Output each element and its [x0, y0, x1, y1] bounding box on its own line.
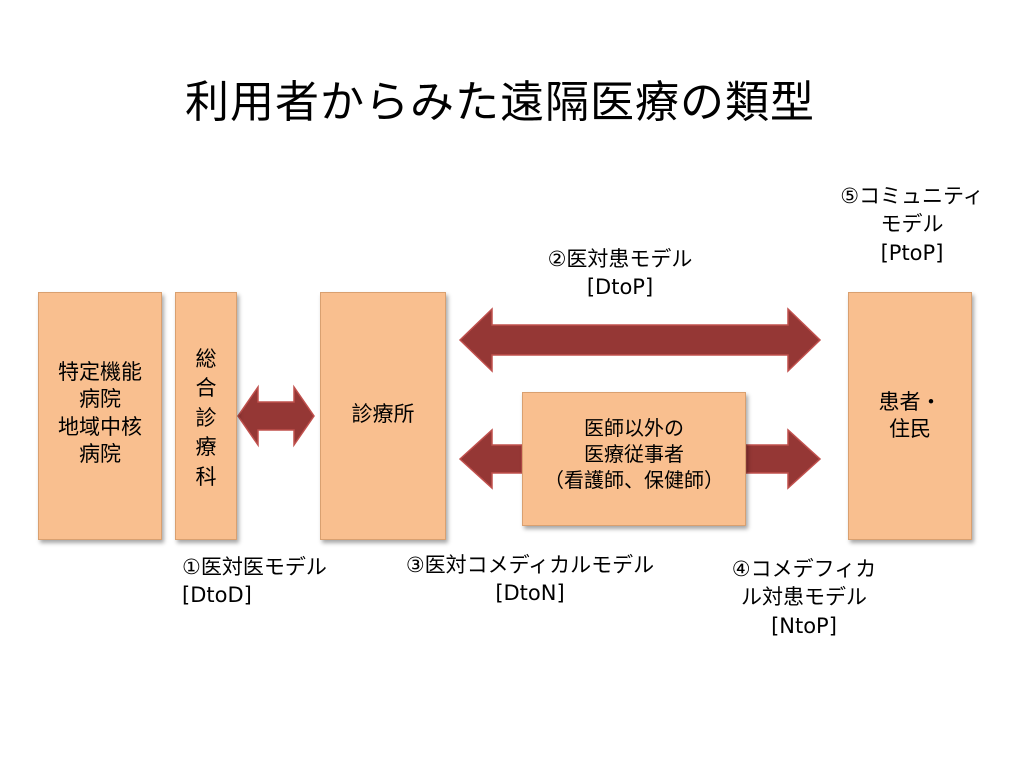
- patient-box: 患者・ 住民: [848, 292, 972, 540]
- specialized-hospital-box: 特定機能 病院 地域中核 病院: [38, 292, 162, 540]
- dtop-arrow: [458, 307, 822, 373]
- model-name: ③医対コメディカルモデル: [405, 553, 655, 577]
- model-name: ①医対医モデル: [182, 555, 327, 579]
- model-code: [DtoP]: [586, 275, 654, 300]
- non-physician-box: 医師以外の 医療従事者 （看護師、保健師）: [522, 392, 746, 526]
- box-line: （看護師、保健師）: [544, 468, 724, 492]
- model-name: ル対患モデル: [741, 585, 867, 610]
- box-line: 診療所: [351, 402, 415, 426]
- dton-label: ③医対コメディカルモデル [DtoN]: [390, 551, 670, 608]
- dtod-arrow: [237, 384, 315, 448]
- box-line: 病院: [79, 441, 121, 466]
- general-clinic-box: 総 合 診 療 科: [175, 292, 237, 540]
- box-char: 診: [195, 405, 217, 430]
- model-name: ⑤コミュニティ: [840, 184, 984, 208]
- box-line: 住民: [889, 417, 931, 442]
- box-char: 合: [195, 376, 217, 401]
- box-line: 地域中核: [58, 414, 142, 439]
- model-name: ②医対患モデル: [547, 247, 693, 271]
- model-code: [DtoN]: [495, 581, 565, 606]
- ntop-arrow: [745, 428, 822, 490]
- box-line: 医師以外の: [584, 416, 684, 440]
- ntop-label: ④コメデフィカ ル対患モデル [NtoP]: [724, 555, 884, 640]
- box-line: 医療従事者: [584, 442, 684, 466]
- box-line: 病院: [79, 387, 121, 412]
- box-char: 療: [195, 435, 217, 460]
- model-code: [PtoP]: [880, 240, 944, 265]
- dtop-label: ②医対患モデル [DtoP]: [520, 245, 720, 302]
- model-name: ④コメデフィカ: [731, 557, 877, 581]
- slide-title: 利用者からみた遠隔医療の類型: [185, 77, 815, 128]
- box-line: 患者・: [878, 390, 942, 414]
- model-code: [DtoD]: [182, 583, 252, 608]
- box-char: 科: [195, 464, 217, 489]
- model-name: モデル: [880, 212, 944, 237]
- model-code: [NtoP]: [771, 613, 837, 638]
- dtod-label: ①医対医モデル [DtoD]: [182, 553, 327, 610]
- ptop-label: ⑤コミュニティ モデル [PtoP]: [832, 182, 992, 267]
- box-char: 総: [195, 347, 217, 371]
- clinic-box: 診療所: [320, 292, 446, 540]
- dton-arrow: [458, 428, 523, 490]
- box-line: 特定機能: [58, 360, 142, 384]
